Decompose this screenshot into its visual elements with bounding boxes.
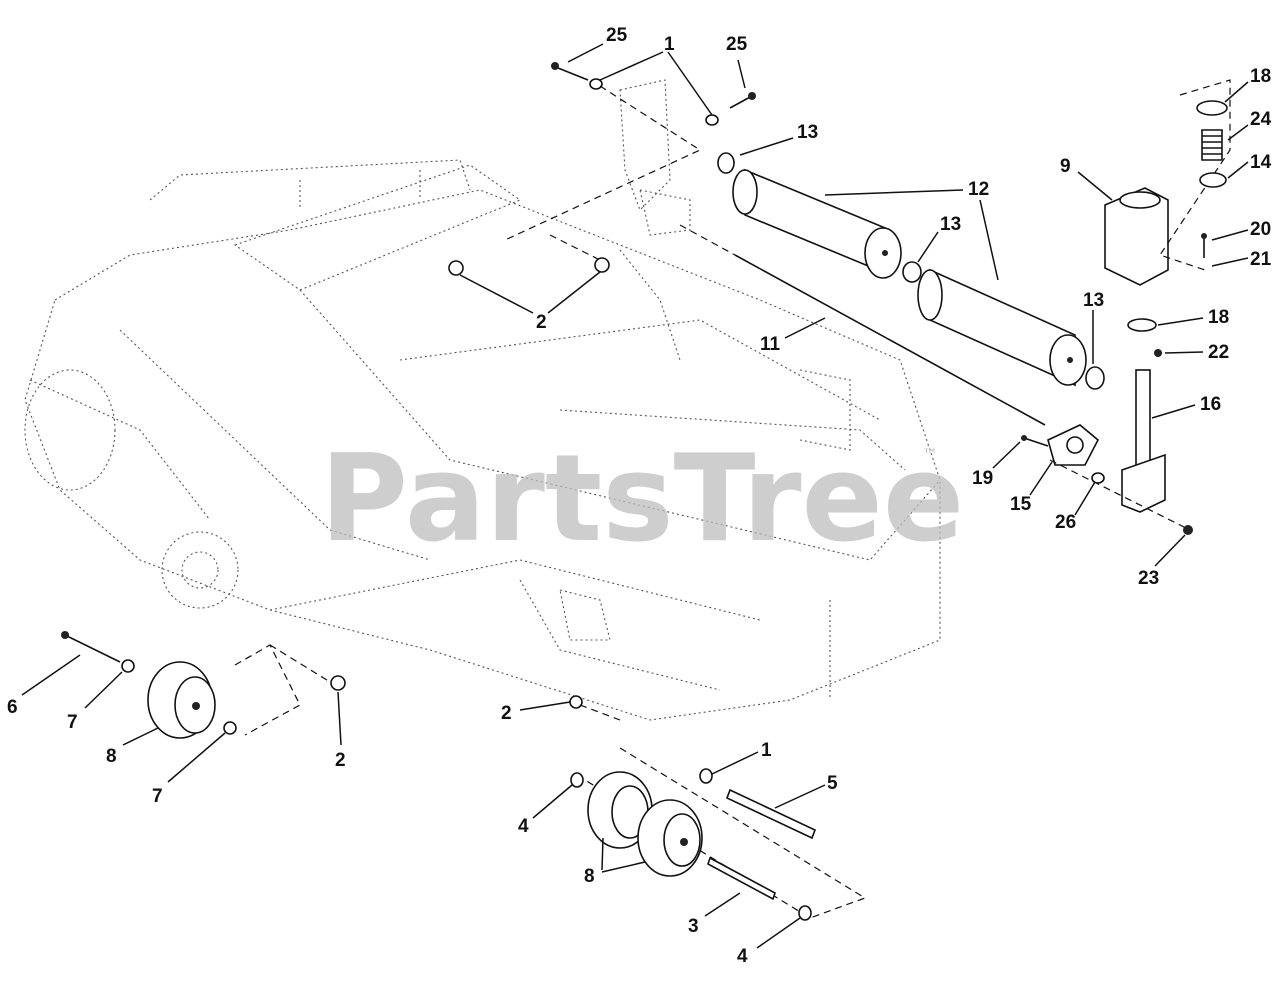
mower-deck-outline xyxy=(24,159,941,721)
callout-14: 14 xyxy=(1250,152,1272,173)
callout-25: 25 xyxy=(726,34,748,55)
callout-1: 1 xyxy=(664,34,675,55)
callout-13: 13 xyxy=(940,214,961,235)
callout-24: 24 xyxy=(1250,109,1272,130)
callout-23: 23 xyxy=(1138,568,1159,589)
post-and-endplate xyxy=(1021,369,1193,535)
callout-8: 8 xyxy=(584,866,595,887)
callout-20: 20 xyxy=(1250,219,1271,240)
callout-2: 2 xyxy=(536,312,547,333)
callout-9: 9 xyxy=(1060,156,1071,177)
upper-bracket-assembly xyxy=(448,62,756,276)
callout-12: 12 xyxy=(968,179,989,200)
roller-assembly xyxy=(679,152,1105,426)
callout-22: 22 xyxy=(1208,342,1229,363)
callout-25: 25 xyxy=(606,25,628,46)
leader-lines xyxy=(21,43,1249,949)
callout-6: 6 xyxy=(7,697,18,718)
callout-7: 7 xyxy=(67,712,78,733)
watermark-text: PartsTree xyxy=(320,430,964,569)
callout-15: 15 xyxy=(1010,494,1032,515)
trademark-symbol: ™ xyxy=(922,445,938,464)
pivot-bracket-assembly xyxy=(1104,79,1231,357)
callout-1: 1 xyxy=(761,740,772,761)
callout-13: 13 xyxy=(1083,290,1104,311)
callout-5: 5 xyxy=(827,773,838,794)
callout-18: 18 xyxy=(1250,66,1271,87)
callout-2: 2 xyxy=(335,750,346,771)
watermark: PartsTree ™ xyxy=(320,430,964,569)
callout-4: 4 xyxy=(737,946,748,967)
right-wheel-assembly xyxy=(569,695,867,921)
callout-11: 11 xyxy=(760,334,781,355)
callout-3: 3 xyxy=(688,916,699,937)
callout-7: 7 xyxy=(152,786,163,807)
callout-19: 19 xyxy=(972,468,993,489)
callout-21: 21 xyxy=(1250,249,1272,270)
callout-labels: 25 1 25 13 12 13 9 18 24 14 20 21 2 11 1… xyxy=(7,25,1272,967)
callout-26: 26 xyxy=(1055,512,1076,533)
callout-8: 8 xyxy=(106,746,117,767)
callout-16: 16 xyxy=(1200,394,1221,415)
callout-2: 2 xyxy=(501,703,512,724)
callout-4: 4 xyxy=(518,816,529,837)
callout-13: 13 xyxy=(797,122,818,143)
callout-18: 18 xyxy=(1208,307,1229,328)
left-wheel-assembly xyxy=(61,631,346,739)
